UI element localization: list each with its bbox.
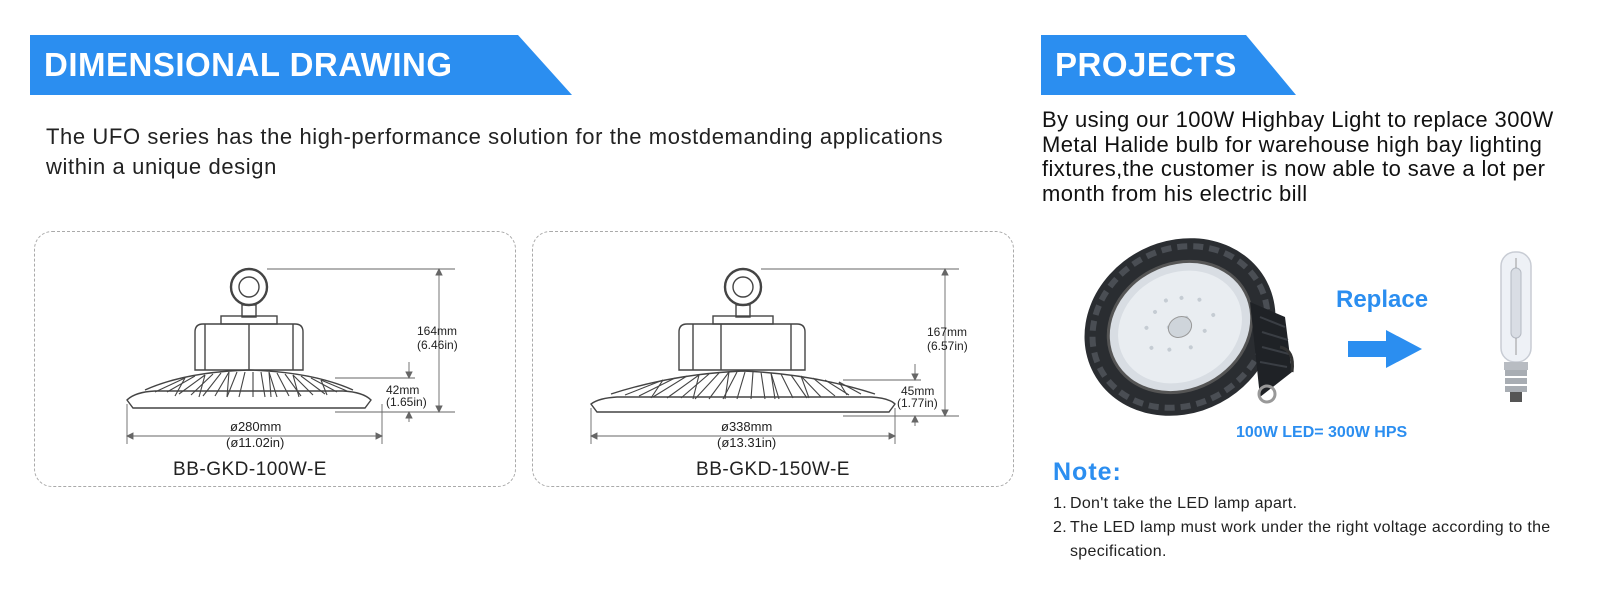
metal-halide-bulb-icon <box>1500 251 1532 402</box>
body-mm-label: 45mm <box>901 384 934 398</box>
banner-title: PROJECTS <box>1055 46 1237 83</box>
body-in-label: (1.65in) <box>386 395 427 409</box>
drawing-card-100w: 164mm (6.46in) 42mm (1.65in) ø280mm (ø11… <box>34 231 516 487</box>
height-mm-label: 167mm <box>927 325 967 339</box>
height-in-label: (6.46in) <box>417 338 458 352</box>
lamp-drawing-150w: 167mm (6.57in) 45mm (1.77in) ø338mm (ø13… <box>589 267 968 450</box>
ufo-led-highbay-light-icon <box>1084 238 1294 416</box>
right-arrow-icon <box>1348 330 1422 368</box>
model-label: BB-GKD-150W-E <box>696 459 850 480</box>
dimensional-drawing-banner: DIMENSIONAL DRAWING <box>30 35 572 95</box>
diameter-in-label: (ø11.02in) <box>226 435 284 450</box>
diameter-mm-label: ø338mm <box>721 419 772 434</box>
height-mm-label: 164mm <box>417 324 457 338</box>
intro-text: The UFO series has the high-performance … <box>46 124 944 179</box>
model-label: BB-GKD-100W-E <box>173 459 327 480</box>
note-text: Don't take the LED lamp apart. <box>1070 495 1298 512</box>
banner-background <box>30 35 572 95</box>
banner-title: DIMENSIONAL DRAWING <box>44 46 453 83</box>
banner-background <box>1041 35 1296 95</box>
body-mm-label: 42mm <box>386 383 419 397</box>
lamp-drawing-100w: 164mm (6.46in) 42mm (1.65in) ø280mm (ø11… <box>125 267 458 450</box>
note-text: The LED lamp must work under the right v… <box>1070 519 1551 560</box>
drawing-card-150w: 167mm (6.57in) 45mm (1.77in) ø338mm (ø13… <box>532 231 1014 487</box>
equivalence-label: 100W LED= 300W HPS <box>1236 424 1408 441</box>
note-number: 2. <box>1053 519 1067 536</box>
list-item: 2. The LED lamp must work under the righ… <box>1053 516 1573 564</box>
note-list: 1. Don't take the LED lamp apart. 2. The… <box>1053 492 1573 564</box>
diameter-mm-label: ø280mm <box>230 419 281 434</box>
height-in-label: (6.57in) <box>927 339 968 353</box>
projects-banner: PROJECTS <box>1041 35 1296 95</box>
list-item: 1. Don't take the LED lamp apart. <box>1053 492 1573 516</box>
note-title: Note: <box>1053 458 1122 486</box>
body-in-label: (1.77in) <box>897 396 938 410</box>
replace-label: Replace <box>1336 286 1429 313</box>
note-number: 1. <box>1053 495 1067 512</box>
diameter-in-label: (ø13.31in) <box>717 435 776 450</box>
projects-description: By using our 100W Highbay Light to repla… <box>1042 107 1554 206</box>
